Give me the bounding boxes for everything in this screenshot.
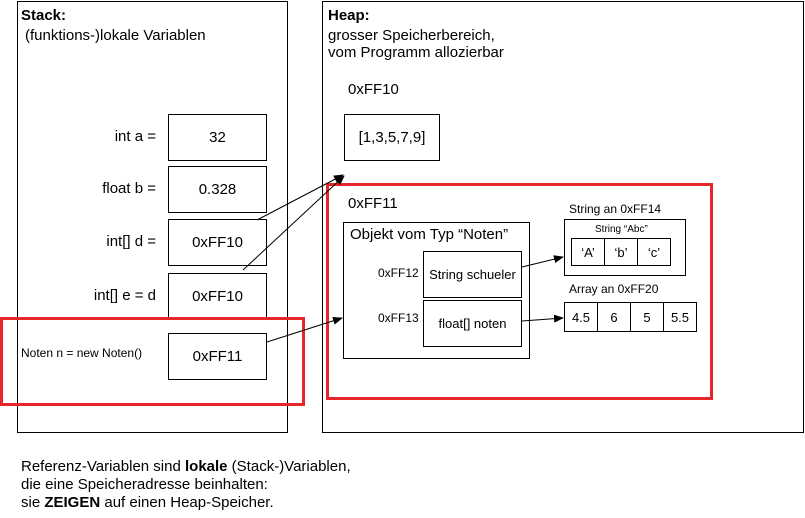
float-cell-2: 5 bbox=[630, 302, 664, 332]
char-b: ‘b’ bbox=[614, 244, 628, 260]
float-0: 4.5 bbox=[571, 309, 591, 325]
float-3: 5.5 bbox=[670, 309, 690, 325]
array2-caption: Array an 0xFF20 bbox=[569, 282, 659, 296]
heap-array-value: [1,3,5,7,9] bbox=[358, 129, 426, 146]
note-line-3: sie ZEIGEN auf einen Heap-Speicher. bbox=[21, 494, 274, 511]
char-a: ‘A’ bbox=[581, 244, 595, 260]
float-cell-0: 4.5 bbox=[564, 302, 598, 332]
float-cell-3: 5.5 bbox=[663, 302, 697, 332]
stack-var-d-text: 0xFF10 bbox=[192, 234, 243, 251]
stack-var-a-text: 32 bbox=[209, 129, 226, 146]
note-line1-emphasis: lokale bbox=[184, 458, 228, 475]
note-line1-part-c: (Stack-)Variablen, bbox=[227, 458, 351, 475]
note-line3-part-a: sie bbox=[21, 494, 45, 511]
note-line3-part-c: auf einen Heap-Speicher. bbox=[100, 494, 274, 511]
field-schueler-label: String schueler bbox=[429, 267, 516, 282]
float-2: 5 bbox=[643, 309, 651, 325]
heap-title: Heap: bbox=[328, 7, 370, 24]
heap-object-address: 0xFF11 bbox=[348, 195, 398, 212]
stack-highlight-frame bbox=[0, 317, 305, 406]
field-noten-box: float[] noten bbox=[423, 300, 522, 347]
stack-var-n-text: 0xFF11 bbox=[192, 348, 243, 365]
stack-var-d-value: 0xFF10 bbox=[168, 219, 267, 266]
stack-var-label-b: float b = bbox=[102, 180, 156, 197]
stack-var-b-text: 0.328 bbox=[198, 181, 237, 198]
stack-title: Stack: bbox=[21, 7, 67, 24]
stack-var-label-e: int[] e = d bbox=[93, 287, 156, 304]
stack-var-b-value: 0.328 bbox=[168, 166, 267, 213]
stack-var-e-value: 0xFF10 bbox=[168, 273, 267, 320]
note-line-1: Referenz-Variablen sind lokale (Stack-)V… bbox=[21, 458, 351, 475]
heap-desc-line1: grosser Speicherbereich, bbox=[328, 27, 495, 44]
stack-var-label-d: int[] d = bbox=[106, 233, 156, 250]
field-schueler-box: String schueler bbox=[423, 251, 522, 298]
float-1: 6 bbox=[610, 309, 618, 325]
char-cell-b: ‘b’ bbox=[604, 238, 638, 266]
stack-var-n-value: 0xFF11 bbox=[168, 333, 267, 380]
note-line1-part-a: Referenz-Variablen sind bbox=[21, 458, 185, 475]
char-c: ‘c’ bbox=[647, 244, 661, 260]
stack-var-a-value: 32 bbox=[168, 114, 267, 161]
stack-var-e-text: 0xFF10 bbox=[192, 288, 243, 305]
heap-panel bbox=[322, 1, 804, 433]
heap-array-address: 0xFF10 bbox=[348, 81, 399, 98]
char-cell-c: ‘c’ bbox=[637, 238, 671, 266]
stack-subtitle: (funktions-)lokale Variablen bbox=[25, 27, 206, 44]
heap-object-highlight-frame bbox=[326, 183, 713, 400]
stack-var-label-a: int a = bbox=[114, 128, 156, 145]
note-line-2: die eine Speicheradresse beinhalten: bbox=[21, 476, 268, 493]
heap-object-title: Objekt vom Typ “Noten” bbox=[350, 226, 509, 243]
string-caption: String an 0xFF14 bbox=[569, 202, 662, 216]
field-address-schueler: 0xFF12 bbox=[378, 266, 419, 280]
char-cell-a: ‘A’ bbox=[571, 238, 605, 266]
float-cell-1: 6 bbox=[597, 302, 631, 332]
field-noten-label: float[] noten bbox=[438, 316, 507, 331]
string-inner-caption: String “Abc” bbox=[595, 224, 648, 235]
field-address-noten: 0xFF13 bbox=[378, 311, 419, 325]
stack-var-label-n: Noten n = new Noten() bbox=[21, 346, 143, 360]
note-line3-emphasis: ZEIGEN bbox=[44, 494, 101, 511]
heap-desc-line2: vom Programm allozierbar bbox=[328, 44, 504, 61]
heap-array-box: [1,3,5,7,9] bbox=[344, 114, 440, 161]
